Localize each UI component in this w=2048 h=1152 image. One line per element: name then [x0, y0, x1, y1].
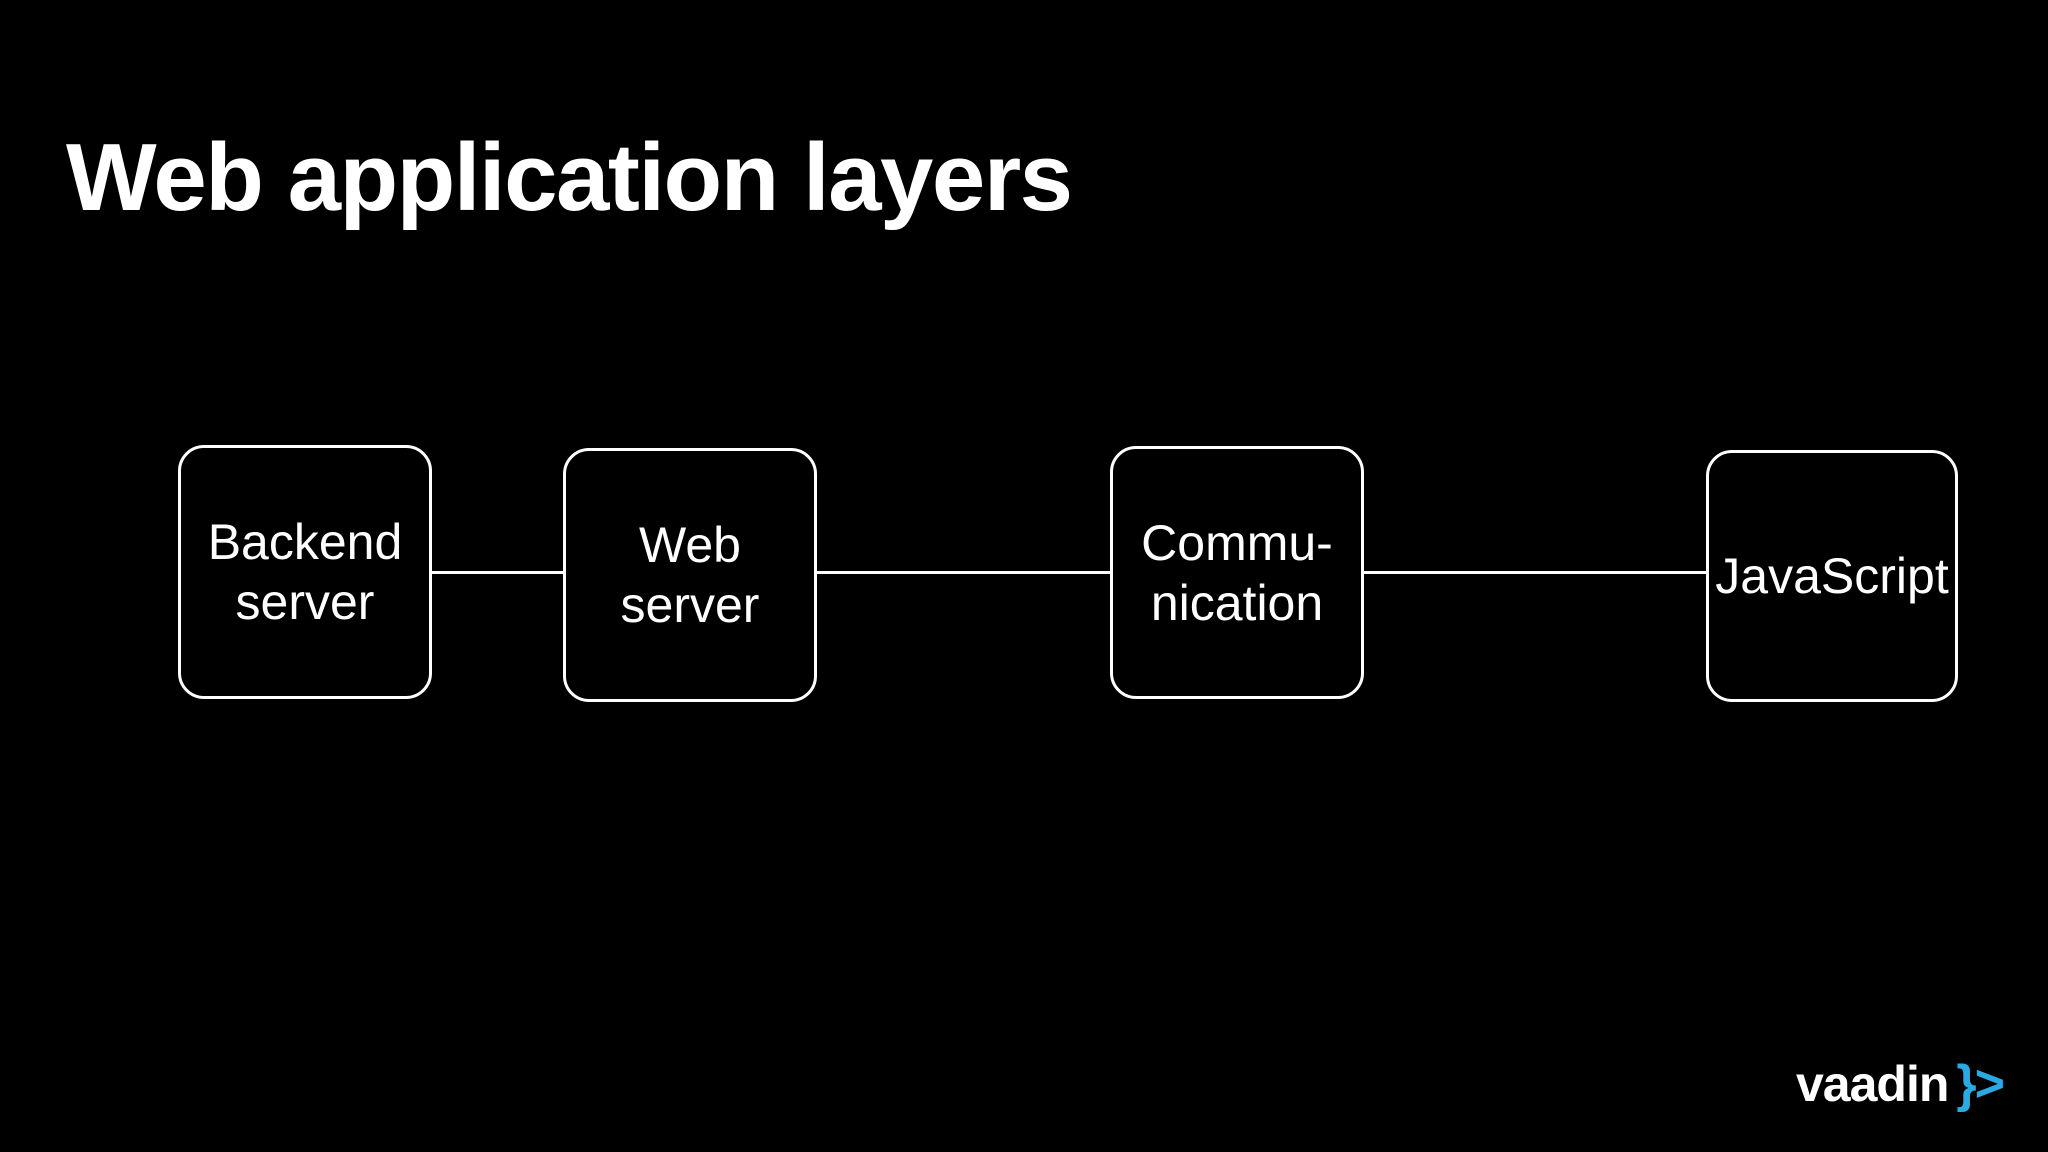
connector-line [1364, 571, 1706, 574]
layer-box-label: JavaScript [1715, 548, 1949, 604]
connector-line [817, 571, 1110, 574]
layer-box-label: Commu- nication [1141, 514, 1333, 631]
layer-box-label: Backend server [207, 514, 403, 630]
layer-box-javascript: JavaScript [1706, 450, 1958, 702]
vaadin-brackets-icon: }> [1956, 1055, 2005, 1113]
slide-title: Web application layers [66, 124, 1073, 231]
layer-box-backend-server: Backend server [178, 445, 432, 699]
layer-box-communication: Commu- nication [1110, 446, 1364, 699]
vaadin-logo: vaadin }> [1796, 1055, 2005, 1113]
connector-line [432, 571, 563, 574]
layer-box-web-server: Web server [563, 448, 817, 702]
layer-box-label: Web server [620, 517, 760, 633]
vaadin-wordmark: vaadin [1796, 1056, 1949, 1112]
